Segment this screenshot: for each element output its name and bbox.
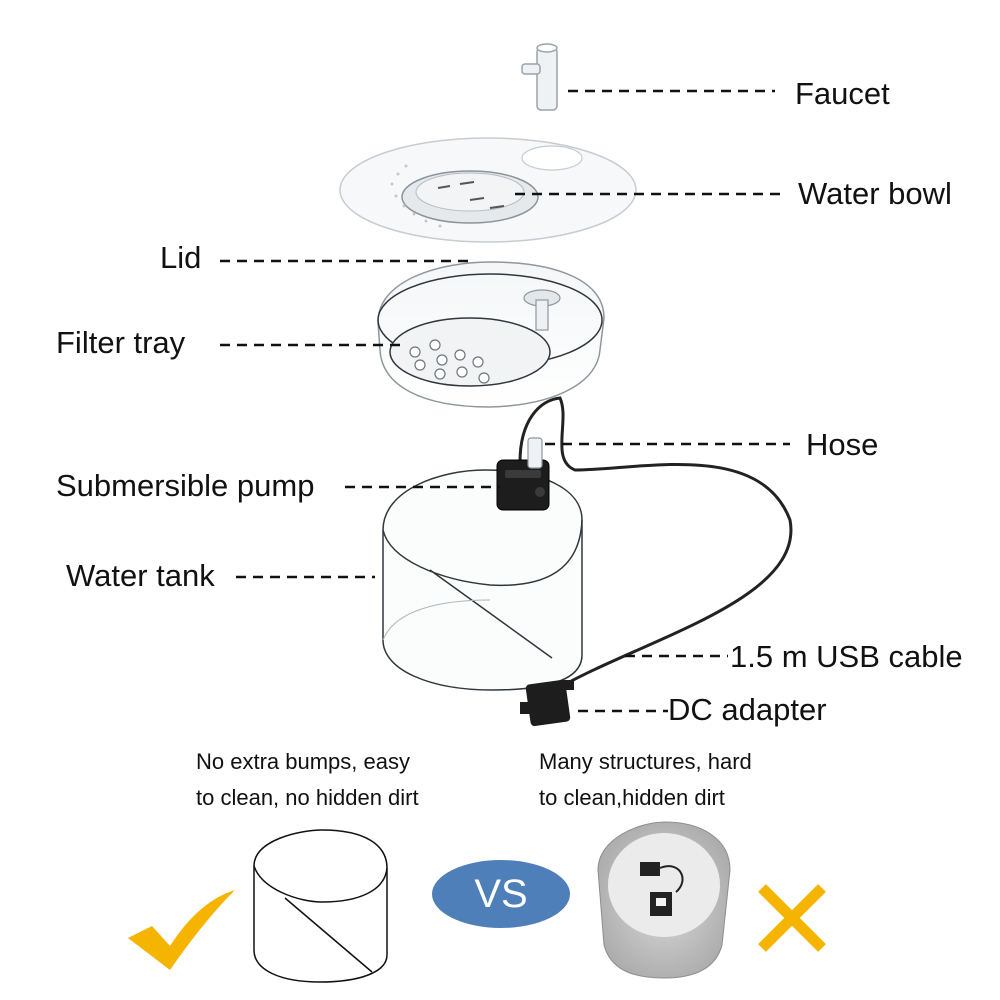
vs-badge (432, 860, 570, 928)
leader-lines (220, 89, 790, 713)
caption-clean-line-2: to clean, no hidden dirt (196, 785, 419, 810)
label-dc-adapter: DC adapter (668, 692, 827, 727)
usb-cable-wire (518, 396, 793, 692)
label-submersible-pump: Submersible pump (56, 468, 315, 503)
caption-dirty-line-1: Many structures, hard (539, 749, 752, 774)
pump-part (496, 459, 550, 511)
caption-clean-line-1: No extra bumps, easy (196, 749, 410, 774)
dc-adapter-part (520, 679, 574, 727)
label-water-bowl: Water bowl (798, 176, 952, 211)
clean-tank-illustration (253, 829, 388, 983)
label-hose: Hose (806, 427, 879, 462)
label-lid: Lid (160, 240, 202, 275)
label-water-tank: Water tank (66, 558, 215, 593)
vs-label: VS (474, 871, 528, 916)
label-filter-tray: Filter tray (56, 325, 186, 360)
filter-tray-part (377, 261, 605, 408)
check-icon (128, 890, 235, 970)
cross-icon (758, 884, 826, 952)
faucet-part (521, 43, 558, 111)
cluttered-bowl-photo (597, 821, 731, 979)
hose-part (527, 437, 543, 469)
water-tank-part (382, 469, 583, 691)
label-faucet: Faucet (795, 76, 890, 111)
caption-dirty-line-2: to clean,hidden dirt (539, 785, 725, 810)
label-usb-cable: 1.5 m USB cable (730, 639, 963, 674)
water-bowl-part (339, 137, 637, 243)
